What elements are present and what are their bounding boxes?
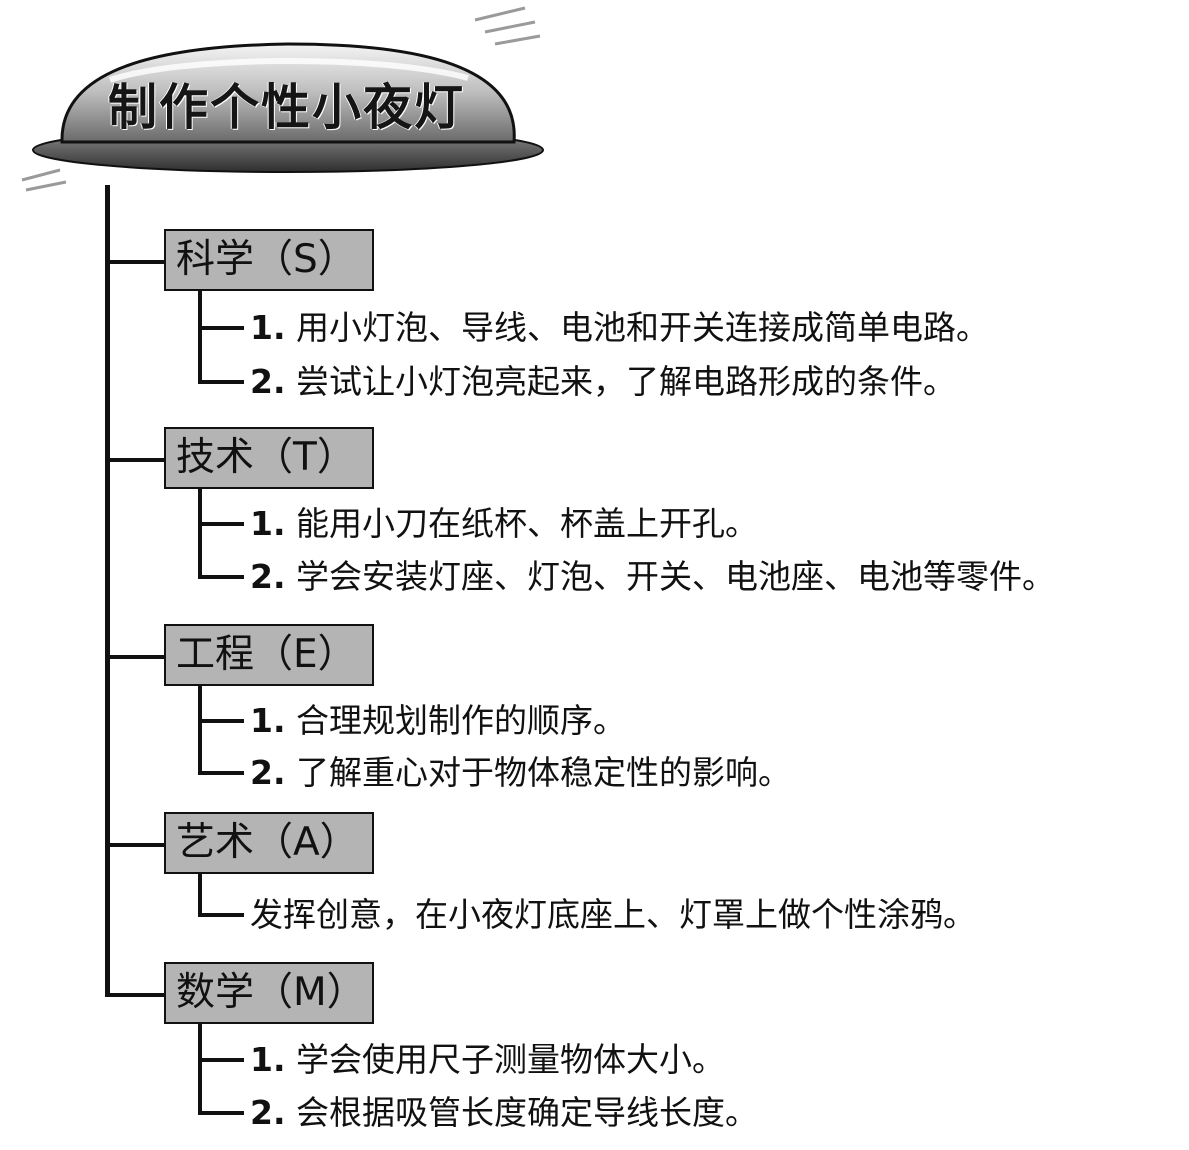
science-sub-trunk <box>198 291 202 383</box>
math-item-2-text: 会根据吸管长度确定导线长度。 <box>296 1093 758 1132</box>
motion-streaks-bottom <box>21 168 67 192</box>
art-item-1-text: 发挥创意，在小夜灯底座上、灯罩上做个性涂鸦。 <box>250 895 976 934</box>
category-engineering-box: 工程（E） <box>164 624 374 686</box>
engineering-item-1: 1. 合理规划制作的顺序。 <box>250 699 626 743</box>
diagram-title: 制作个性小夜灯 <box>108 79 466 136</box>
technology-item-1-connector <box>198 522 244 526</box>
title-plaque: 制作个性小夜灯 <box>20 0 550 195</box>
science-item-2-number: 2. <box>250 362 286 401</box>
math-item-2-number: 2. <box>250 1093 286 1132</box>
technology-item-2-connector <box>198 575 244 579</box>
science-item-1-text: 用小灯泡、导线、电池和开关连接成简单电路。 <box>296 308 989 347</box>
category-art-box: 艺术（A） <box>164 812 374 874</box>
science-item-1-number: 1. <box>250 308 286 347</box>
category-science-box: 科学（S） <box>164 229 374 291</box>
science-item-2: 2. 尝试让小灯泡亮起来，了解电路形成的条件。 <box>250 360 956 404</box>
math-item-1: 1. 学会使用尺子测量物体大小。 <box>250 1038 725 1082</box>
science-item-2-connector <box>198 380 244 384</box>
plaque-highlight <box>109 58 469 83</box>
science-item-2-text: 尝试让小灯泡亮起来，了解电路形成的条件。 <box>296 362 956 401</box>
technology-item-1: 1. 能用小刀在纸杯、杯盖上开孔。 <box>250 502 758 546</box>
branch-math <box>105 993 166 997</box>
math-item-2: 2. 会根据吸管长度确定导线长度。 <box>250 1091 758 1135</box>
branch-engineering <box>105 655 166 659</box>
math-item-1-number: 1. <box>250 1040 286 1079</box>
art-item-1-connector <box>198 913 244 917</box>
engineering-item-1-text: 合理规划制作的顺序。 <box>296 701 626 740</box>
technology-item-2: 2. 学会安装灯座、灯泡、开关、电池座、电池等零件。 <box>250 555 1055 599</box>
category-technology-box: 技术（T） <box>164 427 374 489</box>
science-item-1: 1. 用小灯泡、导线、电池和开关连接成简单电路。 <box>250 306 989 350</box>
science-item-1-connector <box>198 326 244 330</box>
engineering-item-2: 2. 了解重心对于物体稳定性的影响。 <box>250 751 791 795</box>
math-item-1-text: 学会使用尺子测量物体大小。 <box>296 1040 725 1079</box>
engineering-item-2-number: 2. <box>250 753 286 792</box>
technology-item-1-text: 能用小刀在纸杯、杯盖上开孔。 <box>296 504 758 543</box>
engineering-item-2-text: 了解重心对于物体稳定性的影响。 <box>296 753 791 792</box>
technology-item-2-number: 2. <box>250 557 286 596</box>
title-plaque-graphic <box>21 6 544 192</box>
math-item-1-connector <box>198 1058 244 1062</box>
branch-technology <box>105 458 166 462</box>
motion-streaks-top <box>474 6 541 46</box>
engineering-sub-trunk <box>198 686 202 774</box>
math-sub-trunk <box>198 1024 202 1114</box>
math-item-2-connector <box>198 1111 244 1115</box>
category-math-box: 数学（M） <box>164 962 374 1024</box>
branch-science <box>105 260 166 264</box>
technology-sub-trunk <box>198 489 202 578</box>
art-item-1: 发挥创意，在小夜灯底座上、灯罩上做个性涂鸦。 <box>250 893 976 937</box>
main-trunk-line <box>105 185 110 997</box>
engineering-item-1-connector <box>198 719 244 723</box>
engineering-item-2-connector <box>198 771 244 775</box>
branch-art <box>105 843 166 847</box>
technology-item-1-number: 1. <box>250 504 286 543</box>
technology-item-2-text: 学会安装灯座、灯泡、开关、电池座、电池等零件。 <box>296 557 1055 596</box>
engineering-item-1-number: 1. <box>250 701 286 740</box>
art-sub-trunk <box>198 874 202 916</box>
